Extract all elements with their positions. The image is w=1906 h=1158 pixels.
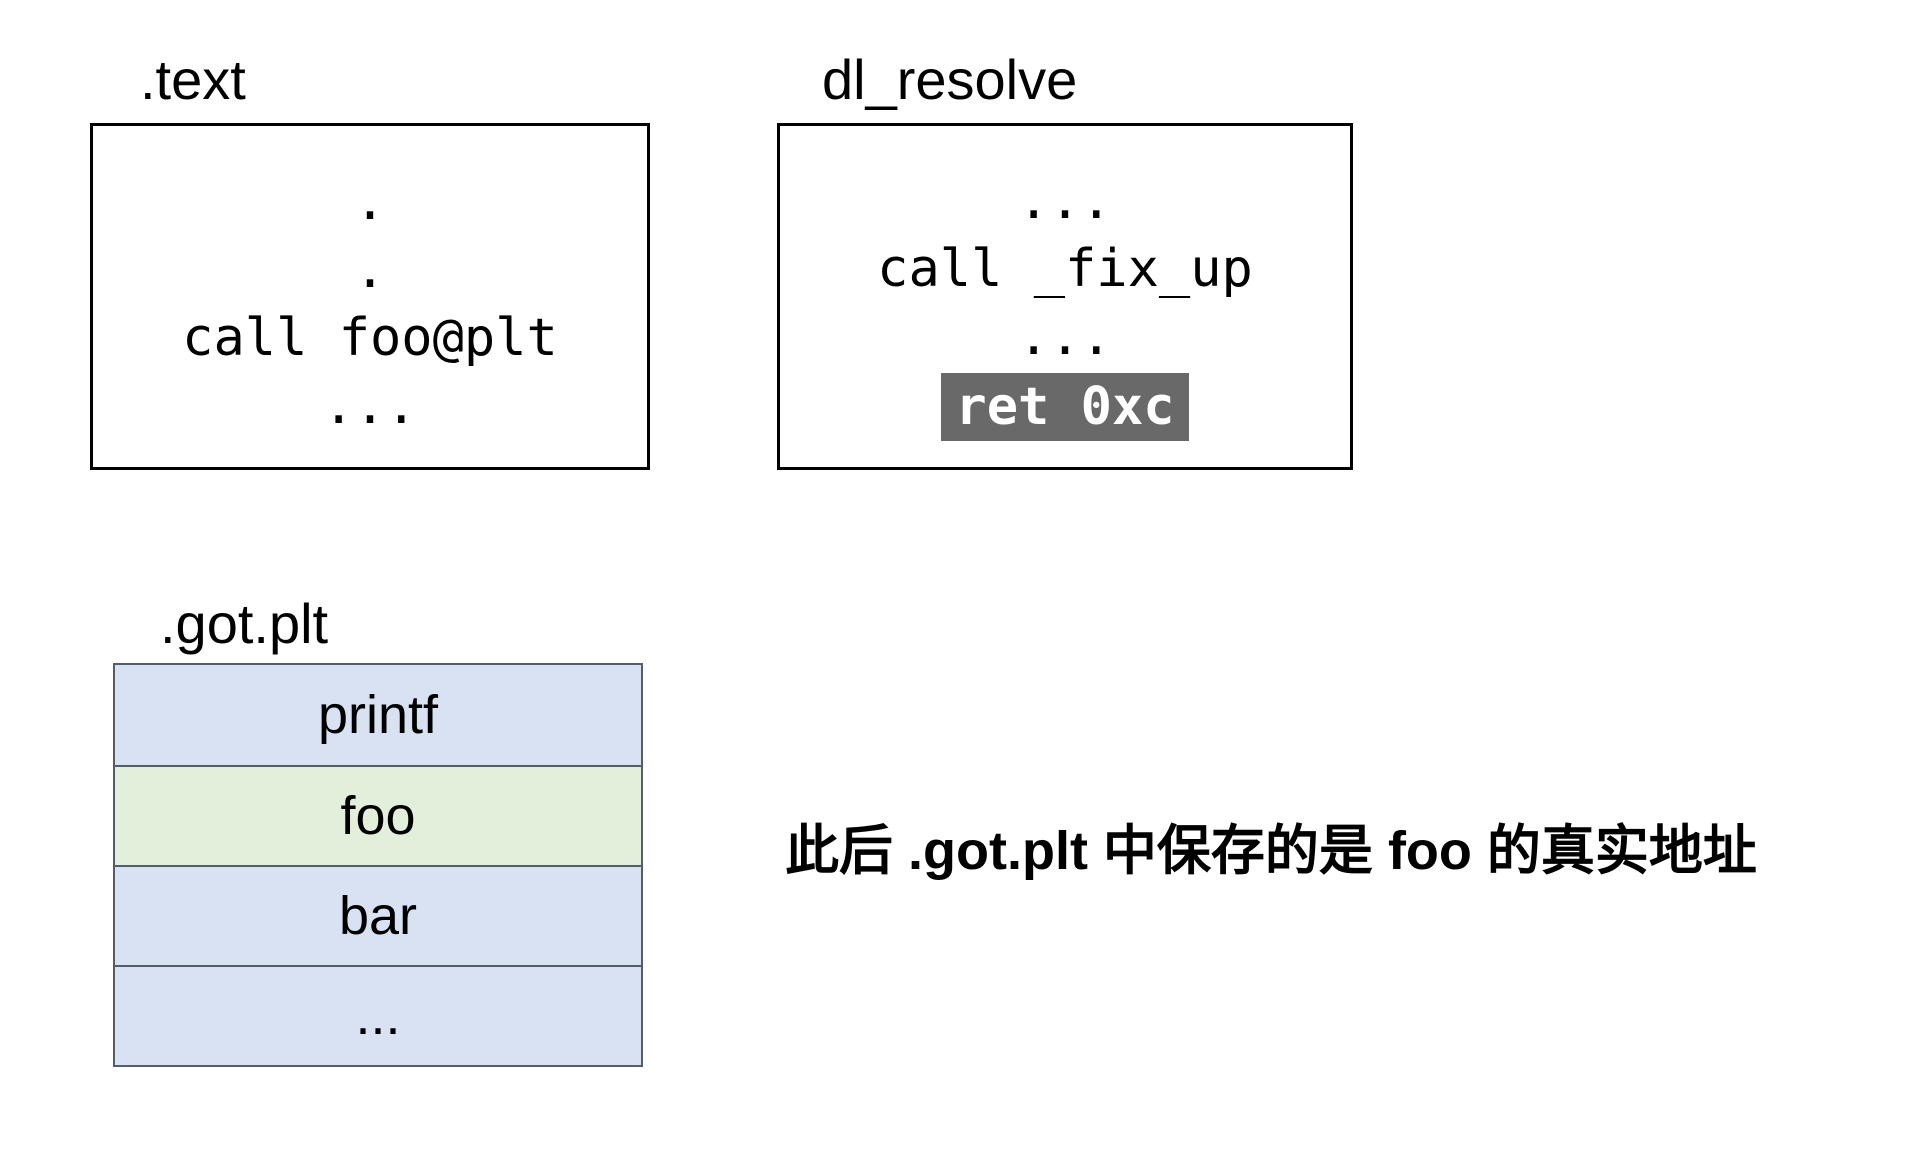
dl-resolve-section-label: dl_resolve <box>822 48 1078 111</box>
table-row-printf: printf <box>115 665 641 765</box>
table-row-ellipsis: ... <box>115 965 641 1065</box>
code-line-call-fix-up: call _fix_up <box>877 238 1253 299</box>
code-line: . <box>354 239 386 300</box>
table-row-foo: foo <box>115 765 641 865</box>
code-line: . <box>354 171 386 232</box>
text-section-label: .text <box>140 48 246 111</box>
code-line-ellipsis: ... <box>1018 170 1112 231</box>
code-line-ellipsis: ... <box>323 375 417 436</box>
text-section-box: . . call foo@plt ... <box>90 123 650 470</box>
caption-text: 此后 .got.plt 中保存的是 foo 的真实地址 <box>785 821 1757 881</box>
got-plt-table: printf foo bar ... <box>113 663 643 1067</box>
code-line-ellipsis: ... <box>1018 306 1112 367</box>
code-line-ret-0xc-highlight: ret 0xc <box>941 372 1189 441</box>
dl-resolve-section-box: ... call _fix_up ... ret 0xc <box>777 123 1353 470</box>
got-plt-section-label: .got.plt <box>160 592 329 655</box>
table-row-bar: bar <box>115 865 641 965</box>
code-line-call-foo-plt: call foo@plt <box>182 307 558 368</box>
